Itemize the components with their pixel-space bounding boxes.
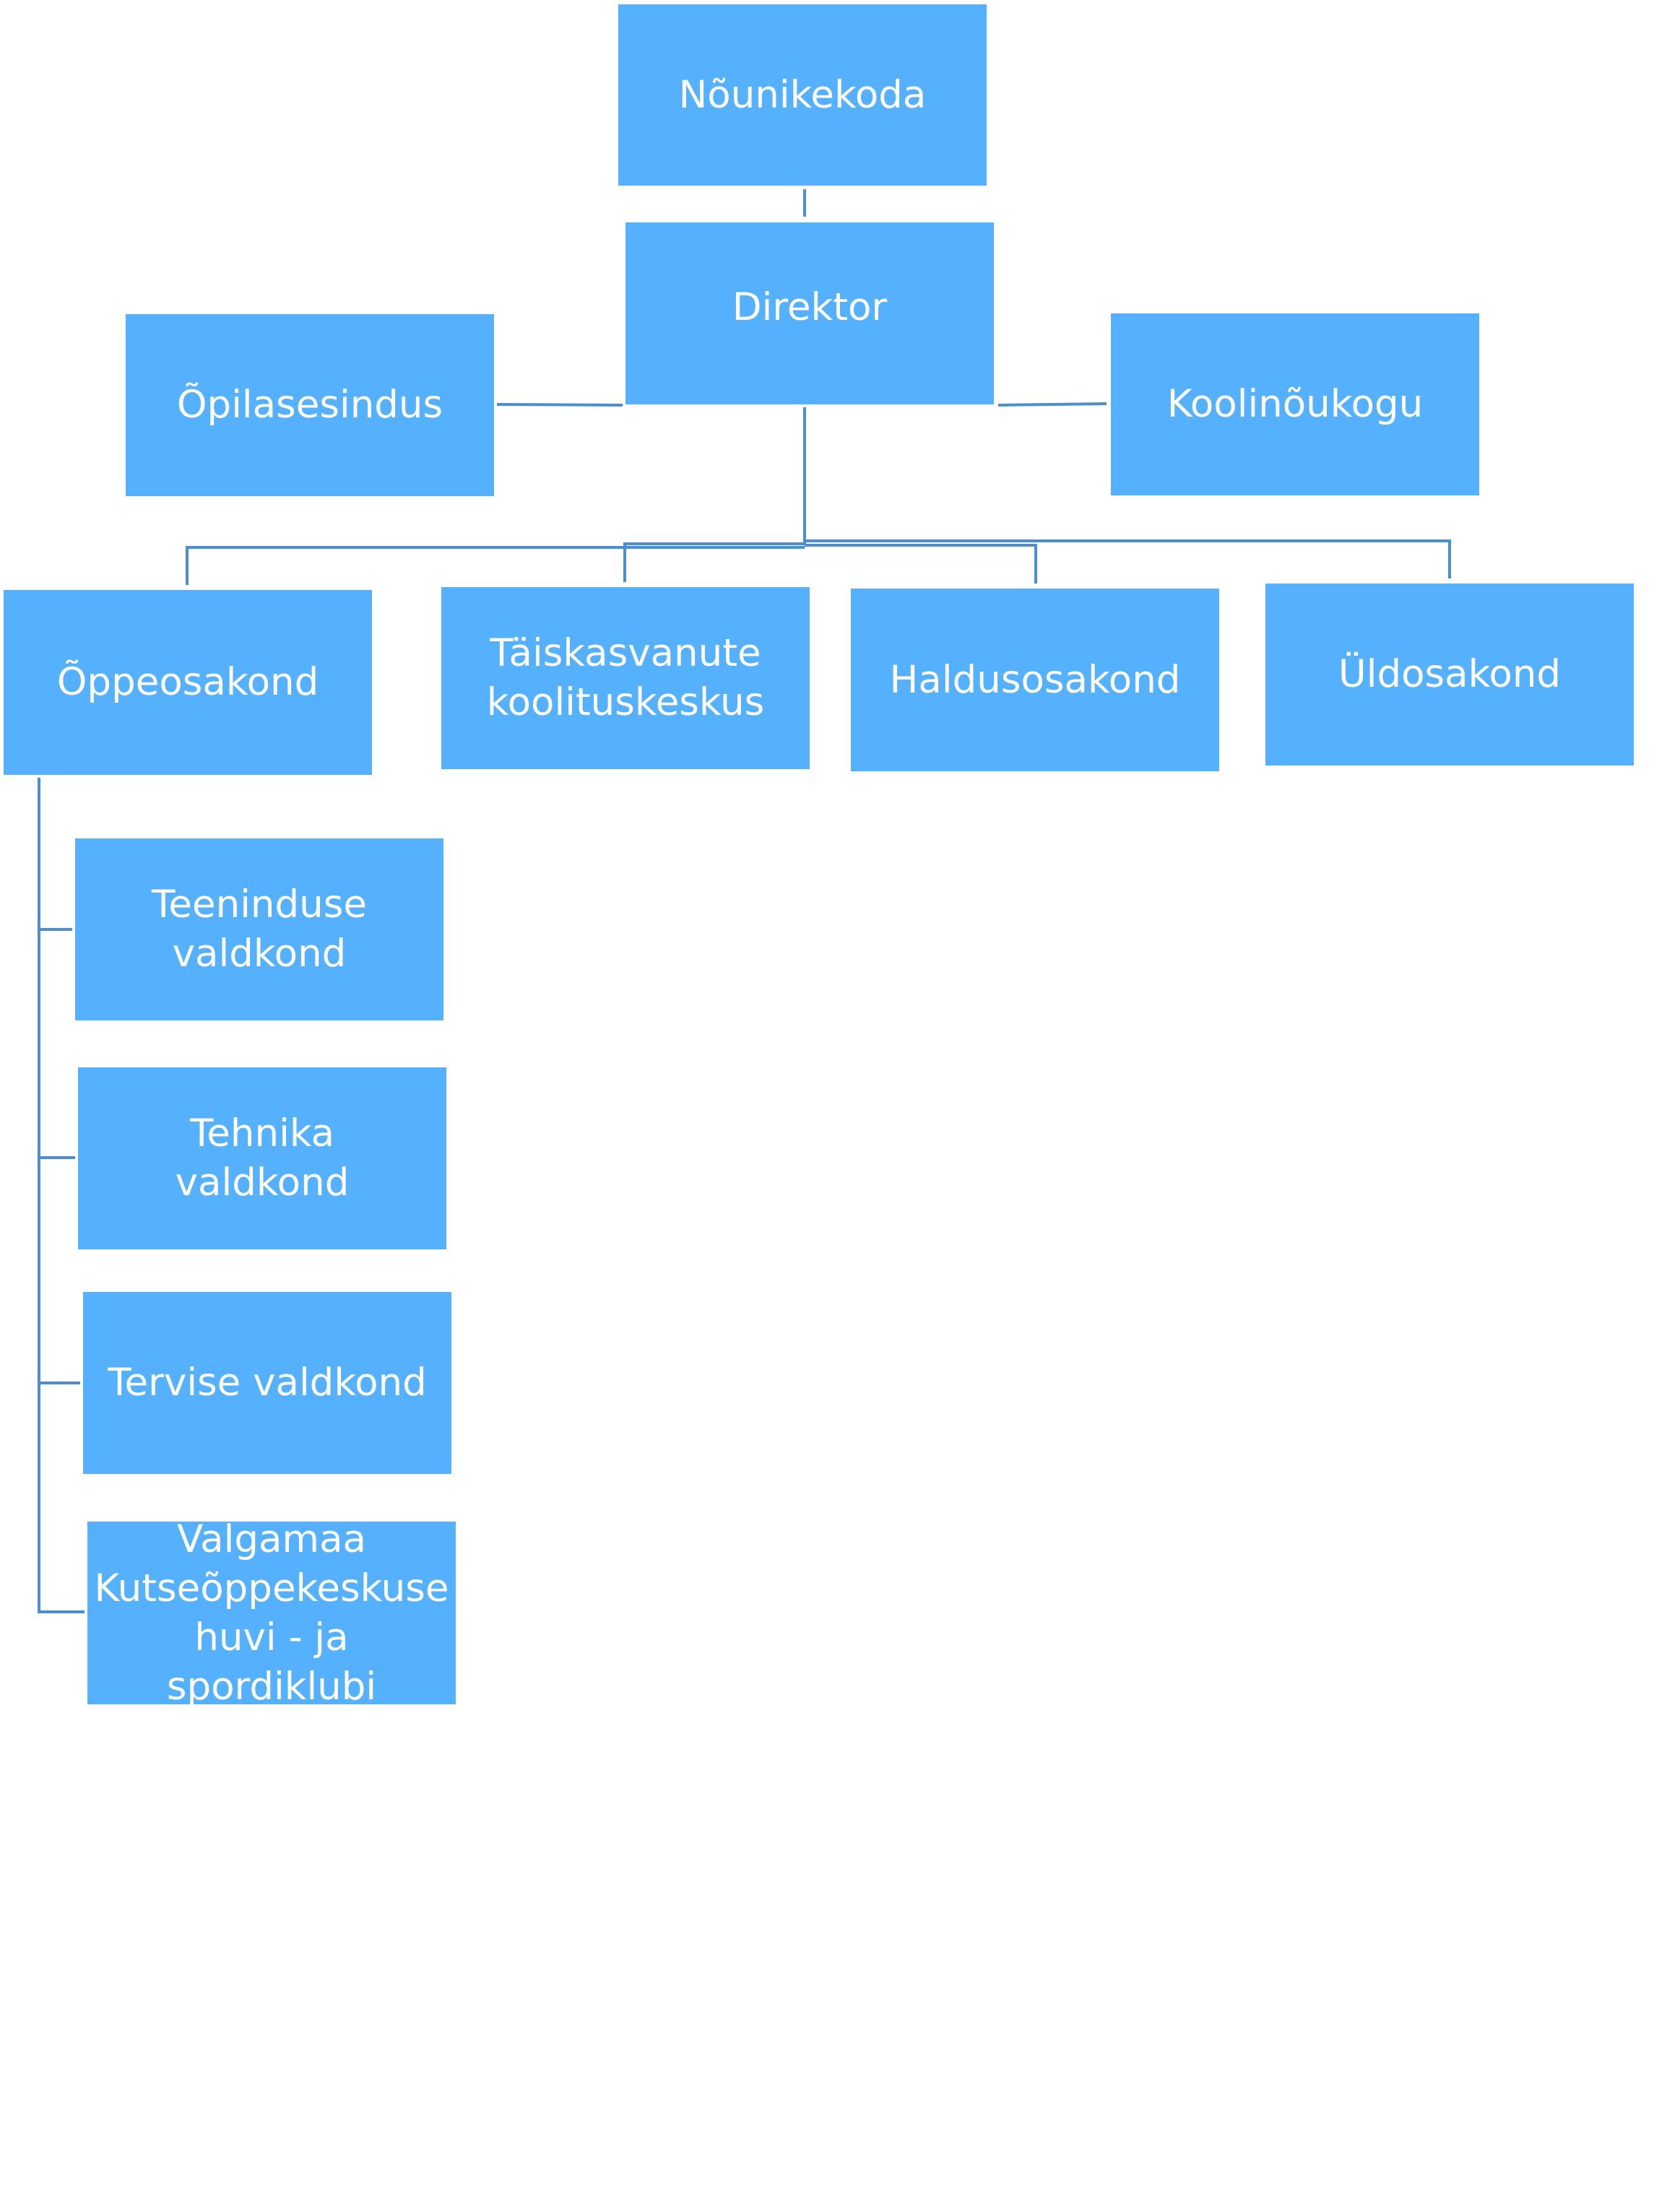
connector-branch-taiskasvanute bbox=[623, 542, 805, 582]
node-oppeosakond: Õppeosakond bbox=[4, 590, 372, 775]
node-haldusosakond: Haldusosakond bbox=[851, 589, 1219, 771]
node-valgamaa-huvi-spordiklubi: Valgamaa Kutseõppekeskuse huvi - ja spor… bbox=[87, 1517, 456, 1709]
node-tervise-valdkond: Tervise valdkond bbox=[83, 1292, 451, 1474]
node-opilasesindus: Õpilasesindus bbox=[126, 314, 494, 496]
connector-branch-oppeosakond bbox=[186, 546, 805, 585]
node-nounikekoda: Nõunikekoda bbox=[618, 4, 987, 186]
node-tehnika-valdkond: Tehnika valdkond bbox=[78, 1067, 446, 1249]
connector-branch-uldosakond bbox=[805, 539, 1451, 578]
node-teeninduse-valdkond: Teeninduse valdkond bbox=[75, 838, 443, 1020]
node-taiskasvanute-koolituskeskus: Täiskasvanute koolituskeskus bbox=[441, 587, 810, 769]
connector-direktor-koolinoukogu bbox=[997, 402, 1107, 407]
node-koolinoukogu: Koolinõukogu bbox=[1111, 313, 1479, 495]
connector-branch-haldusosakond bbox=[805, 544, 1037, 584]
node-direktor: Direktor bbox=[625, 222, 994, 404]
connector-opilasesindus-direktor bbox=[496, 403, 623, 407]
node-uldosakond: Üldosakond bbox=[1265, 584, 1634, 765]
